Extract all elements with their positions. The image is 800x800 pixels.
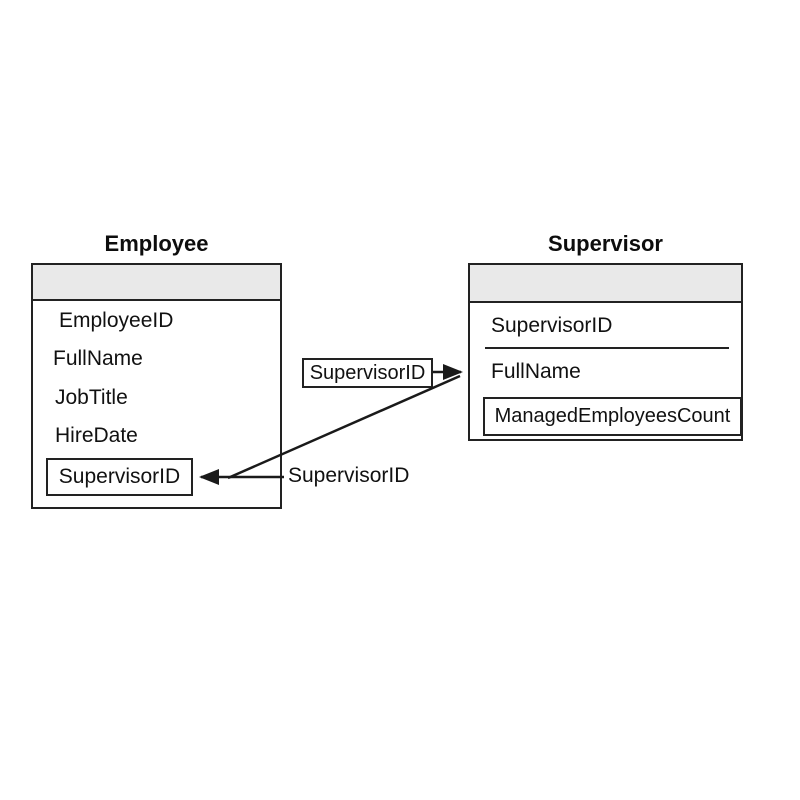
entity-supervisor-header (470, 265, 741, 303)
entity-employee-header (33, 265, 280, 301)
entity-supervisor-box: SupervisorID FullName ManagedEmployeesCo… (468, 263, 743, 441)
fk-line-label: SupervisorID (288, 464, 410, 487)
supervisorid-underline (485, 347, 729, 349)
entity-employee-title: Employee (104, 231, 209, 256)
attr-employee-employeeid: EmployeeID (59, 309, 174, 332)
attr-employee-fullname: FullName (53, 347, 143, 370)
attr-supervisor-managedemployeescount-boxed: ManagedEmployeesCount (483, 397, 742, 436)
attr-employee-hiredate: HireDate (55, 424, 138, 447)
fk-reference-box: SupervisorID (302, 358, 433, 388)
attr-employee-supervisorid-boxed: SupervisorID (46, 458, 193, 496)
attr-employee-jobtitle: JobTitle (55, 386, 128, 409)
entity-supervisor-title: Supervisor (548, 231, 663, 256)
attr-supervisor-fullname: FullName (491, 360, 581, 383)
entity-employee-box: EmployeeID FullName JobTitle HireDate Su… (31, 263, 282, 509)
attr-supervisor-supervisorid: SupervisorID (491, 314, 613, 337)
